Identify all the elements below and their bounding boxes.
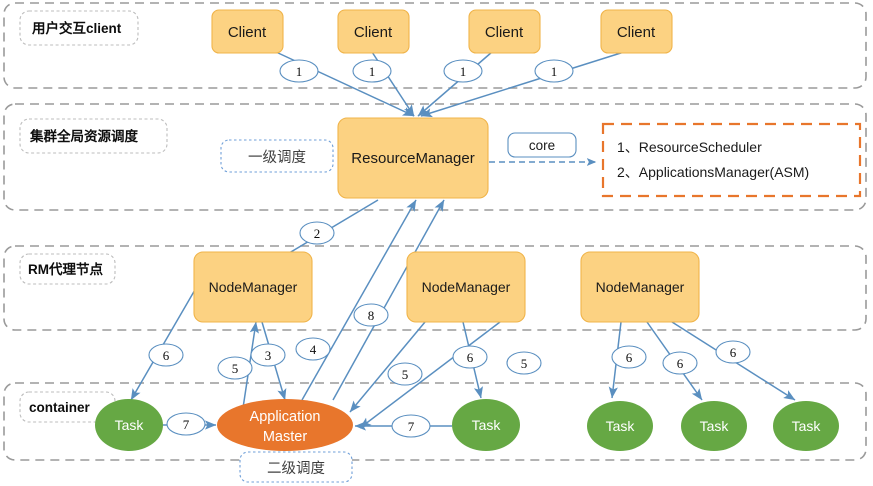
edge-badge-client-4: 1 [534,59,574,83]
band-cluster [3,103,867,211]
rm-component-item-2: 2、ApplicationsManager(ASM) [617,164,809,180]
task-node-1[interactable]: Task [95,399,163,451]
edge-badge-nm-am-5a: 5 [217,356,253,380]
task-node-2-label: Task [472,417,502,433]
band-container-label: container [29,400,91,415]
edge-client4-rm [420,51,625,118]
edge-badge-client-1-label: 1 [296,64,303,79]
task-node-2[interactable]: Task [452,399,520,451]
rm-components-box [601,122,862,198]
band-container-tag-box [19,391,116,423]
task-node-5[interactable]: Task [773,401,839,451]
edge-badge-task-am-7a: 7 [166,412,206,436]
node-manager-node-1[interactable]: NodeManager [193,251,313,323]
edge-badge-nm-task-6c: 6 [611,345,647,369]
rm-component-item-1: 1、ResourceScheduler [617,139,762,155]
task-node-3-label: Task [606,418,636,434]
first-level-scheduling-label: 一级调度 [248,149,306,166]
edge-nm2-am-5c [359,321,501,429]
second-level-scheduling-tag-box [239,451,353,483]
band-cluster-tag-box [19,118,168,154]
edge-badge-nm-am-3: 3 [250,343,286,367]
task-node-4-label: Task [700,418,730,434]
application-master-node[interactable]: Application Master [217,399,353,451]
second-level-scheduling-label: 二级调度 [267,460,325,477]
edge-badge-am-rm-4: 4 [295,337,331,361]
client-node-2-label: Client [354,24,393,41]
node-manager-1-label: NodeManager [209,279,298,295]
edge-badge-nm-task-6e-label: 6 [730,345,737,360]
edge-nm2-am-5 [349,321,426,413]
band-client-tag-box [19,10,139,46]
edge-badge-client-2-label: 1 [369,64,376,79]
edge-badge-nm-task-6a: 6 [148,343,184,367]
client-node-1-label: Client [228,24,267,41]
edge-badge-am-rm-8: 8 [353,303,389,327]
application-master-label-line2: Master [263,429,307,445]
node-manager-node-3[interactable]: NodeManager [580,251,700,323]
core-tag-label: core [529,138,555,153]
band-rmagent-tag-box [19,253,116,285]
edge-badge-nm-am-5a-label: 5 [232,361,239,376]
edge-badge-nm-task-6b: 6 [452,345,488,369]
edge-badge-nm-task-6b-label: 6 [467,350,474,365]
node-manager-node-2[interactable]: NodeManager [406,251,526,323]
client-node-1[interactable]: Client [211,9,284,54]
band-cluster-label: 集群全局资源调度 [29,128,138,144]
task-node-4[interactable]: Task [681,401,747,451]
edge-badge-nm-task-6a-label: 6 [163,348,170,363]
edge-badge-am-task-7b-label: 7 [408,419,415,434]
edge-badge-nm-task-6c-label: 6 [626,350,633,365]
edge-badge-nm-task-5b: 5 [387,362,423,386]
edge-badge-am-task-7b: 7 [391,414,431,438]
band-rmagent [3,245,867,331]
edge-badge-client-1: 1 [279,59,319,83]
task-node-5-label: Task [792,418,822,434]
core-tag-box [507,132,577,158]
edge-badge-task-am-7a-label: 7 [183,417,190,432]
edge-badge-am-rm-4-label: 4 [310,342,317,357]
client-node-3-label: Client [485,24,524,41]
client-node-4[interactable]: Client [600,9,673,54]
band-rmagent-label: RM代理节点 [28,261,103,277]
edge-badge-nm-task-5c: 5 [506,351,542,375]
application-master-label-line1: Application [250,409,321,425]
edge-badge-nm-task-6e: 6 [715,340,751,364]
resource-manager-node[interactable]: ResourceManager [337,117,489,199]
edge-badge-client-4-label: 1 [551,64,558,79]
band-client [3,2,867,89]
edge-badge-rm-nm-2-label: 2 [314,226,321,241]
client-node-2[interactable]: Client [337,9,410,54]
task-node-3[interactable]: Task [587,401,653,451]
task-node-1-label: Task [115,417,145,433]
edge-nm1-task1 [130,275,204,401]
resource-manager-label: ResourceManager [351,150,474,167]
edge-badge-nm-task-6d: 6 [662,351,698,375]
edge-am-rm-8 [332,199,445,401]
edge-badge-nm-task-5c-label: 5 [521,356,528,371]
client-node-4-label: Client [617,24,656,41]
edge-badge-nm-task-6d-label: 6 [677,356,684,371]
edge-client3-rm [417,51,493,117]
edge-badge-rm-nm-2: 2 [299,221,335,245]
edge-badge-nm-task-5b-label: 5 [402,367,409,382]
edge-badge-client-3-label: 1 [460,64,467,79]
band-client-label: 用户交互client [32,20,122,36]
first-level-scheduling-tag-box [220,139,334,173]
edge-badge-client-2: 1 [352,59,392,83]
node-manager-3-label: NodeManager [596,279,685,295]
edge-badge-am-rm-8-label: 8 [368,308,375,323]
edge-badge-nm-am-3-label: 3 [265,348,272,363]
band-container [3,382,867,461]
edge-badge-client-3: 1 [443,59,483,83]
client-node-3[interactable]: Client [468,9,541,54]
node-manager-2-label: NodeManager [422,279,511,295]
edge-am-rm-4 [301,199,417,401]
